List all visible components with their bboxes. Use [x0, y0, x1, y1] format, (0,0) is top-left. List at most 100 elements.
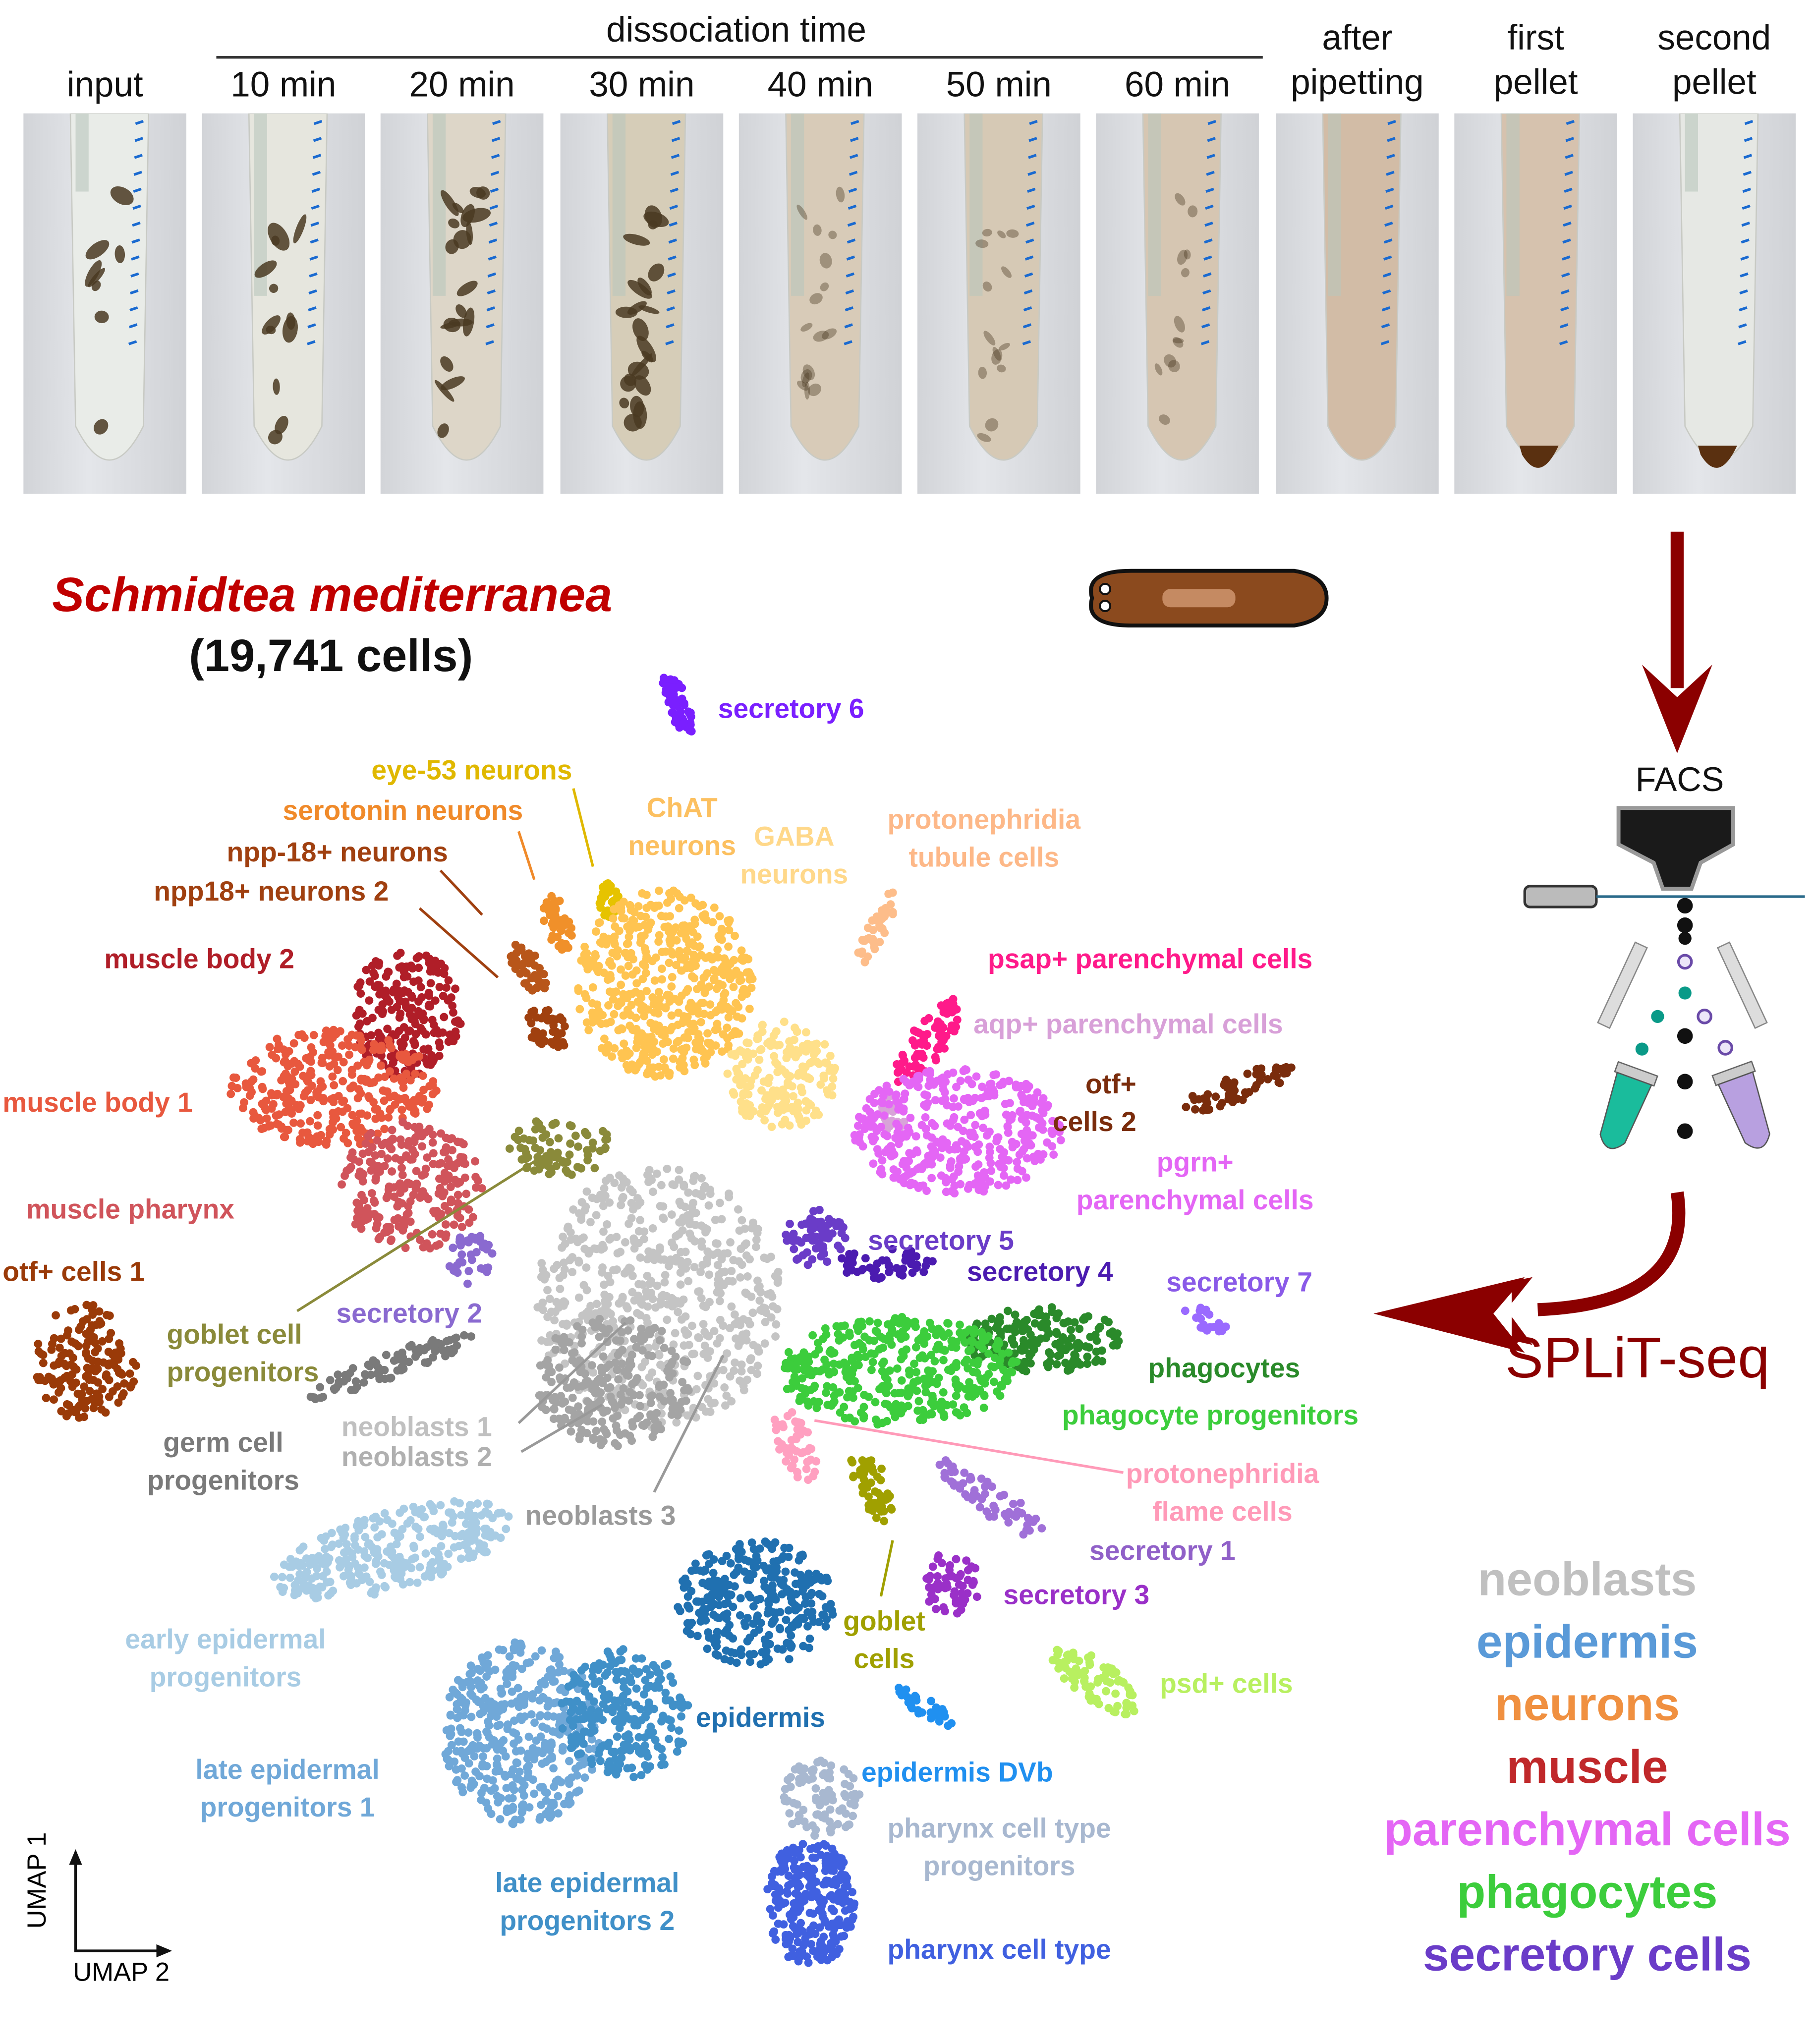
cell-point — [484, 1241, 493, 1249]
cell-point — [954, 1384, 963, 1393]
cell-point — [655, 931, 664, 940]
cell-point — [660, 1344, 669, 1352]
cell-point — [870, 1134, 879, 1143]
cell-point — [435, 1042, 444, 1051]
cell-point — [314, 1552, 323, 1561]
cell-point — [984, 1349, 993, 1358]
cell-point — [427, 964, 436, 973]
cell-point — [911, 1132, 920, 1141]
cell-point — [645, 1280, 654, 1289]
cell-point — [814, 1345, 823, 1354]
cell-point — [726, 1324, 735, 1333]
cell-point — [924, 1366, 933, 1375]
cell-point — [679, 1213, 687, 1222]
cell-point — [690, 1237, 699, 1246]
cell-point — [893, 1068, 902, 1077]
cell-point — [870, 945, 879, 954]
cell-point — [727, 1302, 736, 1311]
cell-point — [817, 1217, 826, 1226]
cell-point — [934, 1031, 943, 1040]
cell-point — [928, 1392, 937, 1400]
cell-point — [559, 1158, 567, 1167]
cell-point — [289, 1118, 298, 1127]
cell-point — [810, 1468, 819, 1476]
cell-point — [1033, 1307, 1042, 1316]
cell-point — [314, 1137, 323, 1146]
cell-point — [878, 1419, 887, 1427]
cell-point — [238, 1104, 247, 1113]
cell-point — [977, 1475, 986, 1483]
cell-point — [899, 1405, 907, 1414]
cell-point — [542, 1373, 551, 1382]
cell-point — [675, 1175, 683, 1184]
cell-point — [350, 1534, 359, 1543]
cell-point — [522, 979, 531, 988]
cell-point — [720, 954, 729, 963]
cell-point — [648, 1432, 657, 1441]
cell-point — [451, 984, 459, 993]
cell-point — [389, 1135, 397, 1143]
cell-point — [972, 1368, 981, 1377]
cell-point — [370, 971, 379, 980]
cell-point — [732, 999, 740, 1008]
cell-point — [704, 1201, 713, 1210]
cell-point — [412, 1167, 421, 1176]
cell-point — [732, 966, 740, 975]
cell-point — [616, 1248, 625, 1256]
cell-point — [461, 1159, 469, 1168]
cell-point — [327, 1095, 336, 1104]
cell-point — [423, 1153, 432, 1162]
cell-point — [333, 1066, 342, 1075]
cell-point — [343, 1035, 352, 1044]
cell-point — [334, 1091, 343, 1100]
cell-point — [428, 1130, 437, 1139]
cell-point — [1002, 1181, 1011, 1190]
cell-point — [439, 1520, 448, 1529]
cell-point — [405, 1578, 414, 1587]
cell-point — [300, 1033, 309, 1042]
cell-point — [739, 984, 748, 993]
cell-point — [1026, 1330, 1035, 1339]
cell-point — [752, 1243, 760, 1251]
cell-point — [956, 1320, 964, 1329]
cell-point — [431, 996, 440, 1005]
cell-point — [648, 1249, 657, 1257]
cell-point — [800, 1072, 809, 1080]
cell-point — [758, 1021, 767, 1030]
cell-point — [772, 1320, 781, 1329]
cell-point — [1013, 1158, 1021, 1166]
cell-point — [325, 1130, 334, 1139]
cell-point — [356, 978, 365, 987]
cell-point — [669, 1054, 678, 1063]
cell-point — [899, 1352, 908, 1361]
cell-point — [734, 1341, 743, 1350]
cell-point — [334, 1380, 343, 1389]
cell-point — [887, 1152, 896, 1161]
cell-point — [42, 1394, 51, 1402]
cell-point — [538, 1298, 547, 1307]
cell-point — [580, 943, 589, 951]
cell-point — [725, 926, 734, 935]
cell-point — [934, 1373, 943, 1382]
cell-point — [696, 1267, 705, 1276]
cell-point — [577, 1425, 586, 1434]
cell-point — [282, 1050, 290, 1059]
cell-point — [722, 1391, 731, 1400]
cell-point — [636, 938, 645, 947]
cell-point — [460, 1540, 468, 1549]
cell-point — [618, 1294, 627, 1303]
cell-point — [446, 1030, 454, 1039]
cell-point — [940, 1473, 949, 1481]
cell-point — [720, 1383, 729, 1392]
cell-point — [808, 1331, 817, 1340]
cell-point — [676, 1299, 685, 1308]
cell-point — [724, 1013, 733, 1022]
cell-point — [600, 1425, 608, 1434]
cell-point — [663, 1164, 672, 1173]
cell-point — [791, 1568, 799, 1577]
cell-point — [972, 1072, 981, 1081]
cell-point — [1024, 1082, 1033, 1091]
cell-point — [668, 1180, 677, 1189]
cell-point — [604, 1308, 613, 1316]
cell-point — [892, 1400, 901, 1409]
